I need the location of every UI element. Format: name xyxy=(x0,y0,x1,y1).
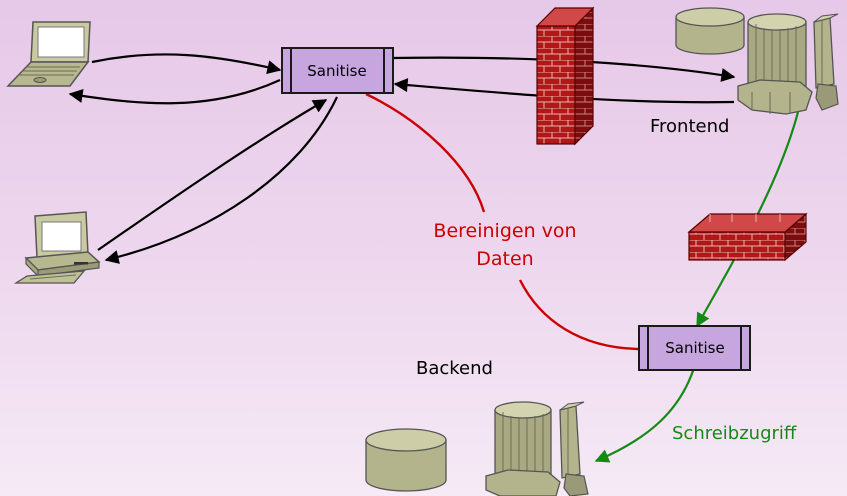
sanitise-box-top: Sanitise xyxy=(281,47,394,94)
arrow-sanitise-to-backend-server xyxy=(594,367,696,463)
frontend-server-icon xyxy=(737,13,839,115)
firewall-bottom-icon xyxy=(687,212,808,262)
sanitise-box-bottom: Sanitise xyxy=(638,325,751,371)
arrow-desktop-to-sanitise xyxy=(97,99,328,251)
sanitise-label-top: Sanitise xyxy=(307,62,366,80)
desktop-computer-icon xyxy=(13,211,101,284)
laptop-icon xyxy=(6,21,91,87)
backend-server-icon xyxy=(485,401,589,496)
annotation-label-line1: Bereinigen von xyxy=(433,220,576,242)
backend-label: Backend xyxy=(416,358,493,379)
connections xyxy=(68,53,736,264)
annotation-line-top xyxy=(365,92,486,213)
backend-database-icon xyxy=(365,428,447,492)
arrow-sanitise-to-desktop xyxy=(104,96,338,264)
frontend-label: Frontend xyxy=(650,116,729,137)
annotation-label-line2: Daten xyxy=(476,248,533,270)
arrow-sanitise-to-laptop xyxy=(68,78,281,105)
write-access-label: Schreibzugriff xyxy=(672,423,797,444)
sanitise-label-bottom: Sanitise xyxy=(665,339,724,357)
firewall-top-icon xyxy=(535,6,595,146)
annotation-line-bottom xyxy=(518,279,640,351)
frontend-database-icon xyxy=(675,7,745,55)
arrow-laptop-to-sanitise xyxy=(91,53,282,74)
